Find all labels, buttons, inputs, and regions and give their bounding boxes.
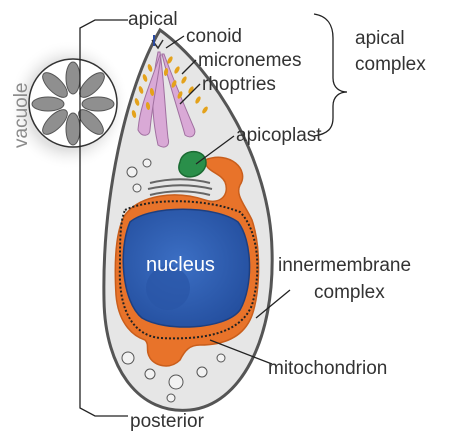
apical-complex-label-line2: complex bbox=[355, 54, 426, 75]
vacuole-inset: vacuole bbox=[8, 40, 130, 170]
imc-label-line2: complex bbox=[314, 282, 385, 303]
rhoptries-label: rhoptries bbox=[202, 74, 276, 95]
posterior-label: posterior bbox=[130, 411, 205, 432]
mitochondrion-label: mitochondrion bbox=[268, 358, 387, 379]
imc-label-line1: innermembrane bbox=[278, 255, 411, 276]
nucleus-label: nucleus bbox=[146, 254, 215, 276]
conoid-label: conoid bbox=[186, 26, 242, 47]
micronemes-label: micronemes bbox=[198, 50, 301, 71]
apical-complex-label-line1: apical bbox=[355, 28, 405, 49]
apical-label: apical bbox=[128, 9, 178, 30]
vacuole-label: vacuole bbox=[11, 83, 32, 149]
apicoplast-label: apicoplast bbox=[236, 125, 322, 146]
apical-complex-bracket bbox=[314, 14, 347, 136]
